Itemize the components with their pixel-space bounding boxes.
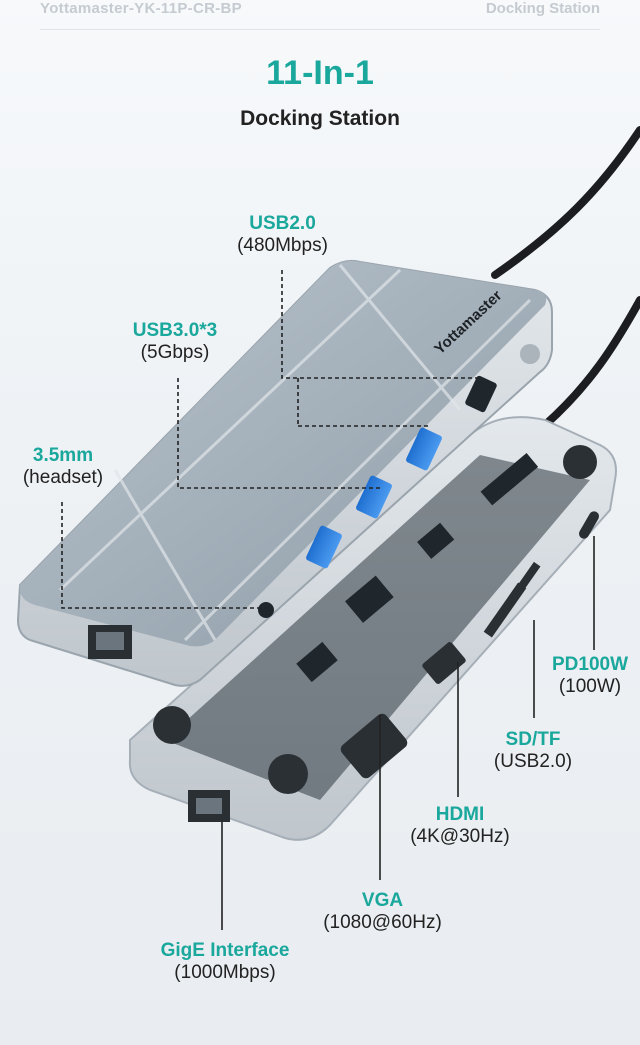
ethernet-name: GigE Interface [160, 940, 290, 961]
usb30-label: USB3.0*3 (5Gbps) [105, 320, 245, 364]
usb-c-pd-port [579, 511, 599, 539]
usb30-port [306, 525, 342, 569]
tf-slot [507, 561, 541, 605]
audio-jack [258, 602, 274, 618]
usb30-name: USB3.0*3 [132, 320, 218, 341]
ethernet-label: GigE Interface (1000Mbps) [135, 940, 315, 984]
sdtf-spec: (USB2.0) [493, 750, 573, 772]
usb20-label: USB2.0 (480Mbps) [205, 213, 360, 257]
leader-lines [61, 270, 478, 609]
brand-model: Yottamaster-YK-11P-CR-BP [40, 0, 242, 17]
hdmi-spec: (4K@30Hz) [410, 825, 510, 847]
top-bar: Yottamaster-YK-11P-CR-BP Docking Station [0, 0, 640, 30]
lower-unit [128, 416, 617, 841]
usb20-spec: (480Mbps) [237, 234, 328, 256]
ethernet-spec: (1000Mbps) [174, 961, 276, 983]
usb30-port [406, 427, 442, 471]
usb20-name: USB2.0 [249, 213, 316, 234]
page-subtitle: Docking Station [240, 107, 400, 130]
vga-port [340, 713, 408, 779]
pd-spec: (100W) [558, 675, 622, 697]
cables [491, 126, 640, 429]
audio-name: 3.5mm [32, 445, 94, 466]
pd-name: PD100W [551, 654, 629, 675]
usb20-port [465, 375, 497, 413]
hdmi-label: HDMI (4K@30Hz) [395, 804, 525, 848]
vga-name: VGA [361, 890, 404, 911]
leader-lines-solid [221, 536, 595, 930]
hdmi-port [422, 642, 466, 684]
divider [40, 29, 600, 30]
category-label: Docking Station [485, 0, 600, 17]
vga-label: VGA (1080@60Hz) [305, 890, 460, 934]
hdmi-name: HDMI [435, 804, 485, 825]
vga-spec: (1080@60Hz) [323, 911, 442, 933]
pd-label: PD100W (100W) [540, 654, 640, 698]
sdtf-name: SD/TF [505, 729, 561, 750]
upper-unit: Yottamaster [16, 259, 553, 687]
usb30-spec: (5Gbps) [140, 341, 210, 363]
page-title: 11-In-1 [266, 54, 374, 92]
sdtf-label: SD/TF (USB2.0) [478, 729, 588, 773]
usb30-port [356, 475, 392, 519]
audio-spec: (headset) [22, 466, 104, 488]
audio-label: 3.5mm (headset) [8, 445, 118, 489]
